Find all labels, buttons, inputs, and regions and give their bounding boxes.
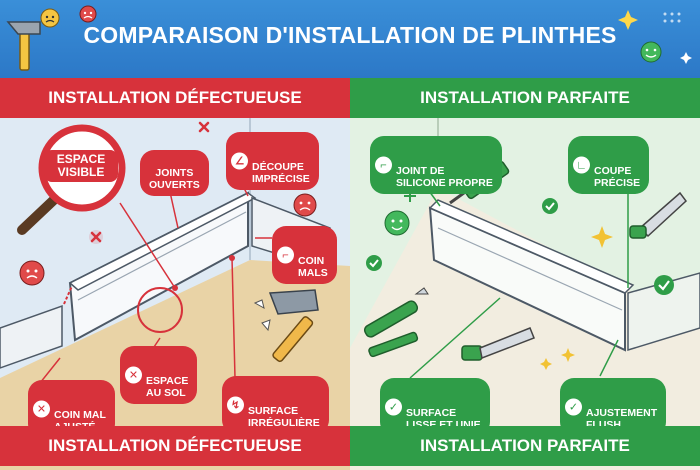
label-precise-cut-text: COUPE PRÉCISE: [594, 165, 641, 189]
perfect-installation-panel: INSTALLATION PARFAITE ⌐ JOINT DE SILICON…: [350, 78, 700, 470]
debris-icon: [253, 299, 271, 332]
check-mark-icon: [366, 198, 674, 295]
banner-perfect-top: INSTALLATION PARFAITE: [350, 78, 700, 118]
baseboard-left-piece: [0, 304, 63, 369]
connector: [39, 357, 61, 384]
visible-gap-label: ESPACE VISIBLE: [44, 150, 118, 182]
header-bar: COMPARAISON D'INSTALLATION DE PLINTHES: [0, 0, 700, 78]
angry-face-icon: [40, 8, 60, 28]
defective-installation-panel: INSTALLATION DÉFECTUEUSE ESPACE VISIBLE …: [0, 78, 350, 470]
silicone-tube-icon: [363, 287, 429, 338]
label-uneven-surface: ↯ SURFACE IRRÉGULIÈRE: [222, 376, 329, 434]
smiley-face-icon: [640, 41, 662, 63]
connector: [409, 297, 501, 379]
handsaw-icon: [629, 191, 688, 239]
label-imprecise-cut: ∠ DÉCOUPE IMPRÉCISE: [226, 132, 319, 190]
connector: [599, 339, 619, 377]
label-clean-silicone-joint-text: JOINT DE SILICONE PROPRE: [396, 165, 493, 189]
sparkle-icon: [618, 10, 638, 30]
page-title: COMPARAISON D'INSTALLATION DE PLINTHES: [83, 22, 617, 48]
connector: [231, 257, 236, 379]
baseboard-groove: [77, 211, 247, 301]
sparkle-icon: [540, 226, 613, 370]
angry-face-icon: [19, 260, 45, 286]
angle-icon: ∠: [231, 152, 248, 170]
label-clean-silicone-joint: ⌐ JOINT DE SILICONE PROPRE: [370, 136, 502, 194]
label-open-joints: JOINTS OUVERTS: [140, 150, 209, 196]
hammer-icon: [268, 289, 319, 363]
x-mark-icon: [90, 121, 210, 243]
check-icon: ✓: [385, 398, 402, 416]
smiley-face-icon: [384, 210, 410, 236]
baseboard-side: [627, 272, 700, 352]
label-imprecise-cut-text: DÉCOUPE IMPRÉCISE: [252, 161, 310, 185]
label-bad-corners: ⌐ COIN MALS: [272, 226, 337, 284]
baseboard-groove: [437, 227, 623, 311]
zigzag-icon: ↯: [227, 396, 244, 414]
floor-gap-highlight: [137, 287, 183, 333]
baseboard-top: [428, 199, 635, 294]
label-floor-gap: ✕ ESPACE AU SOL: [120, 346, 198, 404]
angry-face-icon-2: [293, 193, 317, 217]
angry-face-icon-2: [79, 5, 97, 23]
header-decorations: [6, 5, 692, 71]
x-icon: ✕: [33, 400, 50, 418]
corner-icon: ⌐: [277, 246, 294, 264]
hammer-icon: [6, 21, 41, 71]
banner-perfect-bottom: INSTALLATION PARFAITE: [350, 426, 700, 466]
baseboard-top: [68, 192, 257, 291]
banner-defective-bottom: INSTALLATION DÉFECTUEUSE: [0, 426, 350, 466]
gap-line: [63, 285, 73, 305]
right-angle-icon: ∟: [573, 156, 590, 174]
banner-defective-top: INSTALLATION DÉFECTUEUSE: [0, 78, 350, 118]
label-open-joints-text: JOINTS OUVERTS: [149, 167, 200, 191]
connector: [119, 202, 176, 289]
sparkle-small-icon: [680, 52, 692, 64]
caulk-bead-icon: ⌐: [375, 156, 392, 174]
check-icon: ✓: [565, 398, 582, 416]
x-icon: ✕: [125, 366, 142, 384]
dot-grid-icon: [663, 12, 681, 23]
label-precise-cut: ∟ COUPE PRÉCISE: [568, 136, 650, 194]
utility-knife-icon: [368, 331, 419, 358]
label-floor-gap-text: ESPACE AU SOL: [146, 375, 189, 399]
handsaw-icon-2: [461, 327, 535, 361]
label-bad-corners-text: COIN MALS: [298, 255, 328, 279]
